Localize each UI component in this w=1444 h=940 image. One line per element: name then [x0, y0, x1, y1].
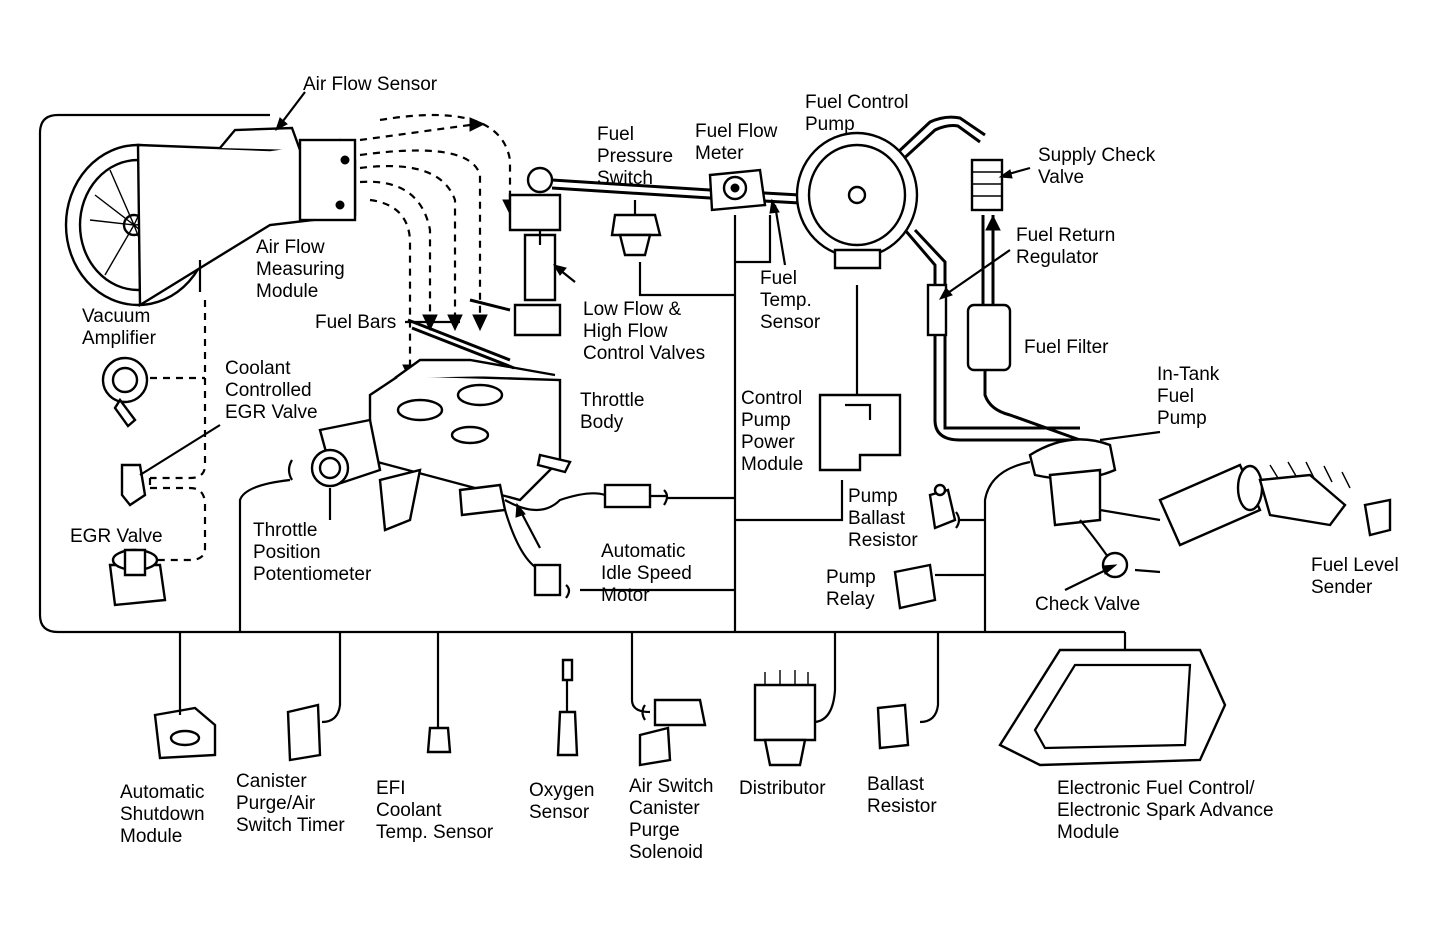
electronic-fuel-control-module-drawing — [998, 648, 1227, 767]
label-vacuum-amplifier: Vacuum Amplifier — [82, 306, 156, 349]
fuel-bars-drawing — [407, 166, 562, 370]
label-air-flow-measuring-module: Air Flow Measuring Module — [256, 237, 345, 302]
label-throttle-position-potentiometer: Throttle Position Potentiometer — [253, 520, 372, 585]
label-in-tank-fuel-pump: In-Tank Fuel Pump — [1157, 364, 1220, 429]
label-air-switch-canister-purge-solenoid: Air Switch Canister Purge Solenoid — [629, 776, 714, 863]
label-pump-relay: Pump Relay — [826, 567, 876, 610]
label-air-flow-sensor: Air Flow Sensor — [303, 74, 438, 95]
distributor-drawing — [753, 670, 817, 767]
label-fuel-bars: Fuel Bars — [315, 312, 397, 333]
label-ballast-resistor: Ballast Resistor — [867, 774, 937, 817]
air-flow-measuring-module-drawing — [64, 126, 357, 308]
label-egr-valve: EGR Valve — [70, 526, 163, 547]
label-supply-check-valve: Supply Check Valve — [1038, 145, 1156, 188]
label-fuel-pressure-switch: Fuel Pressure Switch — [597, 124, 674, 189]
connector-braces — [287, 459, 961, 721]
fuel-control-pump-drawing — [795, 131, 919, 270]
label-fuel-level-sender: Fuel Level Sender — [1311, 555, 1399, 598]
egr-valve-drawing — [108, 548, 167, 607]
label-automatic-shutdown-module: Automatic Shutdown Module — [120, 782, 205, 847]
pump-relay-drawing — [893, 563, 948, 610]
fuel-flow-meter-drawing — [708, 168, 767, 212]
label-automatic-idle-speed-motor: Automatic Idle Speed Motor — [601, 541, 692, 606]
canister-purge-timer-drawing — [286, 703, 322, 762]
label-throttle-body: Throttle Body — [580, 390, 645, 433]
label-canister-purge-air-switch-timer: Canister Purge/Air Switch Timer — [236, 771, 345, 836]
pump-ballast-resistor-drawing — [928, 483, 957, 530]
label-pump-ballast-resistor: Pump Ballast Resistor — [848, 486, 918, 551]
fuel-filter-drawing — [966, 303, 1012, 372]
label-control-pump-power-module: Control Pump Power Module — [741, 388, 804, 475]
automatic-shutdown-module-drawing — [153, 680, 217, 760]
label-check-valve: Check Valve — [1035, 594, 1141, 615]
air-switch-solenoid-drawing — [638, 698, 707, 767]
label-fuel-return-regulator: Fuel Return Regulator — [1016, 225, 1116, 268]
coolant-egr-valve-drawing — [120, 424, 221, 507]
control-pump-power-module-drawing — [818, 393, 902, 472]
supply-check-valve-drawing — [970, 158, 1004, 212]
wiring-harness — [38, 113, 1127, 724]
label-flow-control-valves: Low Flow & High Flow Control Valves — [583, 299, 706, 364]
label-coolant-controlled-egr-valve: Coolant Controlled EGR Valve — [225, 358, 318, 423]
label-oxygen-sensor: Oxygen Sensor — [529, 780, 595, 823]
in-tank-fuel-pump-drawing — [1028, 438, 1392, 579]
leader-lines — [275, 91, 1161, 591]
label-fuel-filter: Fuel Filter — [1024, 337, 1109, 358]
oxygen-sensor-drawing — [556, 658, 579, 757]
label-fuel-control-pump: Fuel Control Pump — [805, 92, 909, 135]
fuel-pressure-switch-drawing — [610, 200, 662, 257]
label-efi-coolant-temp-sensor: EFI Coolant Temp. Sensor — [376, 778, 494, 843]
efi-coolant-sensor-drawing — [426, 700, 452, 754]
label-fuel-temp-sensor: Fuel Temp. Sensor — [760, 268, 821, 333]
label-fuel-flow-meter: Fuel Flow Meter — [695, 121, 778, 164]
label-distributor: Distributor — [739, 778, 826, 799]
ballast-resistor-drawing — [876, 703, 910, 750]
vacuum-amplifier-drawing — [101, 356, 149, 428]
label-electronic-fuel-control-module: Electronic Fuel Control/ Electronic Spar… — [1057, 778, 1274, 843]
